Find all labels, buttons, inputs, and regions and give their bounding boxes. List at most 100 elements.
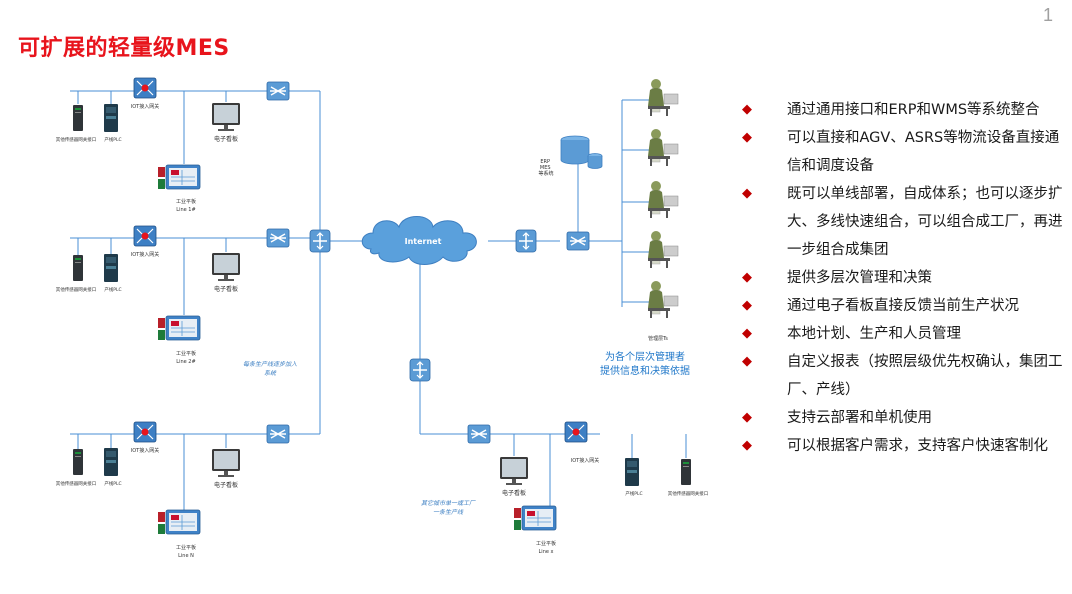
sensor-gateway-icon <box>73 255 83 281</box>
page-number: 1 <box>1043 5 1054 25</box>
industrial-tablet-icon <box>157 164 201 190</box>
mgmt-caption-2: 提供信息和决策依据 <box>600 364 690 377</box>
industrial-tablet-icon <box>157 315 201 341</box>
feature-list: ◆通过通用接口和ERP和WMS等系统整合 ◆可以直接和AGV、ASRS等物流设备… <box>742 96 1070 460</box>
diamond-bullet-icon: ◆ <box>742 186 752 201</box>
feature-text: 可以根据客户需求，支持客户快速客制化 <box>787 438 1048 454</box>
display-board-icon <box>500 457 528 485</box>
board-label: 电子看板 <box>214 285 238 293</box>
display-board-icon <box>212 103 240 131</box>
diamond-bullet-icon: ◆ <box>742 270 752 285</box>
manager-station-icon <box>647 230 679 269</box>
feature-item: ◆可以直接和AGV、ASRS等物流设备直接通信和调度设备 <box>742 124 1070 180</box>
gateway-label: IOT接入网关 <box>131 251 159 258</box>
plc-label: 产线PLC <box>104 136 121 143</box>
plc-icon <box>104 104 118 132</box>
production-line-x: IOT接入网关 电子看板 工业平板 Line x 产线PLC 其他传感器网关接口 <box>500 421 709 555</box>
note-factory-2: 一条生产线 <box>433 508 464 516</box>
hq-switch-icon <box>566 231 590 251</box>
note-factory-1: 其它城市单一或工厂 <box>421 499 476 507</box>
terminal-label: 工业平板 <box>176 198 196 205</box>
mgmt-caption-1: 为各个层次管理者 <box>605 350 685 363</box>
feature-text: 本地计划、生产和人员管理 <box>787 326 961 342</box>
diamond-bullet-icon: ◆ <box>742 102 752 117</box>
terminal-label: 工业平板 <box>536 540 556 547</box>
production-line-2: IOT接入网关 电子看板 工业平板 Line 2# 其他传感器网关接口 产线PL… <box>56 225 290 365</box>
gateway-label: IOT接入网关 <box>571 457 599 464</box>
line-switch-icon <box>266 81 290 101</box>
note-add-line-2: 系统 <box>264 369 277 377</box>
terminal-sub: Line N <box>178 553 194 559</box>
gateway-label: IOT接入网关 <box>131 447 159 454</box>
production-line-1: IOT接入网关 电子看板 工业平板 Line 1# 其他传感器网关接口 产线PL… <box>56 77 290 213</box>
database-icon <box>560 135 603 169</box>
terminal-label: 工业平板 <box>176 350 196 357</box>
feature-item: ◆ 通过电子看板直接反馈当前生产状况 <box>742 292 1070 320</box>
branch-router-icon <box>409 358 431 382</box>
plc-label: 产线PLC <box>104 286 121 293</box>
terminal-sub: Line x <box>539 549 554 555</box>
feature-text: 支持云部署和单机使用 <box>787 410 932 426</box>
core-router-icon <box>309 229 331 253</box>
mgmt-station-label: 管理层Ts <box>648 335 668 342</box>
feature-text: 既可以单线部署，自成体系；也可以逐步扩大、多线快速组合，可以组合成工厂，再进一步… <box>787 186 1063 258</box>
board-label: 电子看板 <box>214 481 238 489</box>
feature-text: 通过电子看板直接反馈当前生产状况 <box>787 298 1019 314</box>
slide-title: 可扩展的轻量级MES <box>18 36 230 61</box>
manager-station-icon <box>647 280 679 319</box>
industrial-tablet-icon <box>513 505 557 531</box>
plc-label: 产线PLC <box>625 490 642 497</box>
terminal-sub: Line 1# <box>176 207 195 213</box>
feature-text: 可以直接和AGV、ASRS等物流设备直接通信和调度设备 <box>787 130 1060 174</box>
feature-item: ◆ 自定义报表（按照层级优先权确认，集团工厂、产线） <box>742 348 1070 404</box>
iot-gateway-icon <box>564 421 588 443</box>
manager-station-icon <box>647 128 679 167</box>
feature-text: 通过通用接口和ERP和WMS等系统整合 <box>787 102 1040 118</box>
manager-station-icon <box>647 180 679 219</box>
plc-icon <box>104 448 118 476</box>
hq-router-icon <box>515 229 537 253</box>
diamond-bullet-icon: ◆ <box>742 354 752 369</box>
sensor-gateway-icon <box>681 459 691 485</box>
line-switch-icon <box>266 228 290 248</box>
note-add-line-1: 每条生产线逐步加入 <box>243 360 297 368</box>
plc-icon <box>625 458 639 486</box>
sensor-label: 其他传感器网关接口 <box>56 480 97 487</box>
db-label-line: MES <box>540 165 551 171</box>
iot-gateway-icon <box>133 225 157 247</box>
sensor-gateway-icon <box>73 105 83 131</box>
diamond-bullet-icon: ◆ <box>742 410 752 425</box>
terminal-sub: Line 2# <box>176 359 195 365</box>
branch-switch-icon <box>467 424 491 444</box>
sensor-gateway-icon <box>73 449 83 475</box>
feature-item: ◆ 可以根据客户需求，支持客户快速客制化 <box>742 432 1070 460</box>
diamond-bullet-icon: ◆ <box>742 438 752 453</box>
db-label: ERP MES 等系统 <box>538 159 553 177</box>
feature-text: 自定义报表（按照层级优先权确认，集团工厂、产线） <box>787 354 1063 398</box>
plc-icon <box>104 254 118 282</box>
manager-station-icon <box>647 78 679 117</box>
display-board-icon <box>212 449 240 477</box>
feature-item: ◆ 通过通用接口和ERP和WMS等系统整合 <box>742 96 1070 124</box>
db-label-line: ERP <box>540 159 550 165</box>
internet-label: Internet <box>405 237 442 246</box>
feature-item: ◆ 既可以单线部署，自成体系；也可以逐步扩大、多线快速组合，可以组合成工厂，再进一… <box>742 180 1070 264</box>
industrial-tablet-icon <box>157 509 201 535</box>
sensor-label: 其他传感器网关接口 <box>56 286 97 293</box>
production-line-n: IOT接入网关 电子看板 工业平板 Line N 其他传感器网关接口 产线PLC <box>56 421 290 559</box>
feature-text: 提供多层次管理和决策 <box>787 270 932 286</box>
diamond-bullet-icon: ◆ <box>742 298 752 313</box>
iot-gateway-icon <box>133 77 157 99</box>
plc-label: 产线PLC <box>104 480 121 487</box>
line-switch-icon <box>266 424 290 444</box>
display-board-icon <box>212 253 240 281</box>
db-label-line: 等系统 <box>538 170 553 177</box>
sensor-label: 其他传感器网关接口 <box>668 490 709 497</box>
connection-lines <box>70 90 687 510</box>
board-label: 电子看板 <box>502 489 526 497</box>
iot-gateway-icon <box>133 421 157 443</box>
sensor-label: 其他传感器网关接口 <box>56 136 97 143</box>
feature-item: ◆ 提供多层次管理和决策 <box>742 264 1070 292</box>
